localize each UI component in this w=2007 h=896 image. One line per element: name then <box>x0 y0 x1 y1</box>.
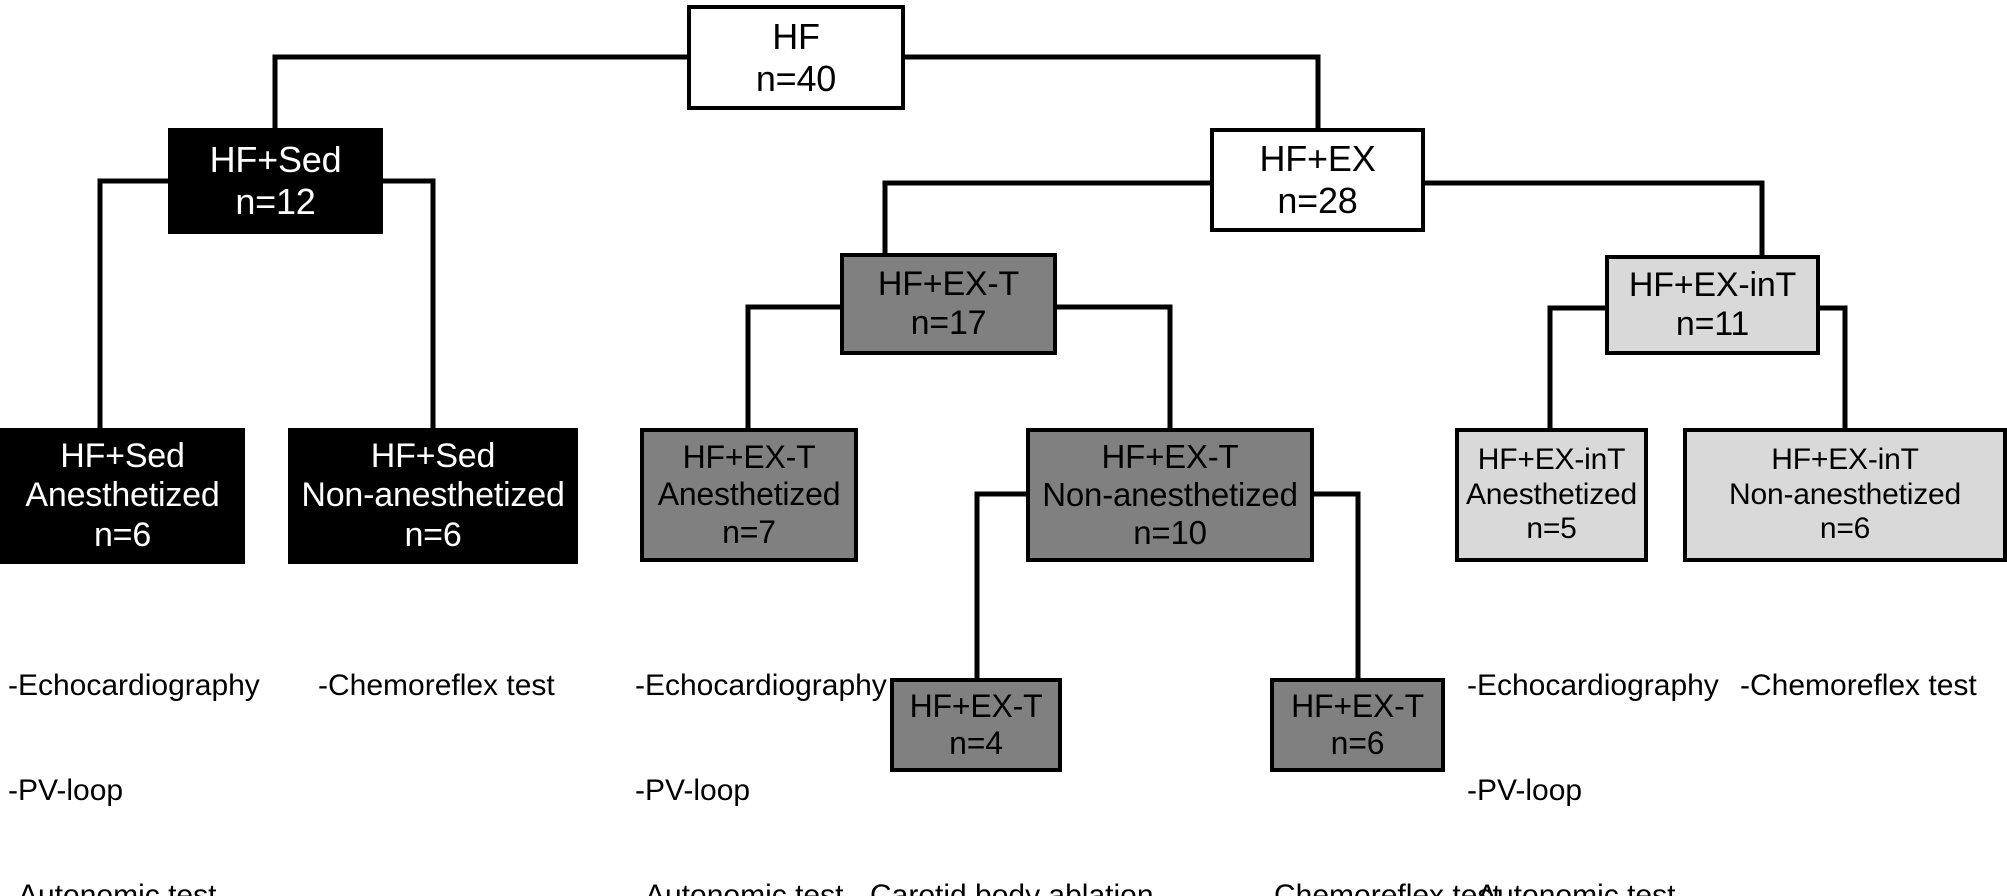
annotation-line: -Chemoreflex test <box>1264 879 1501 896</box>
node-hf-ex-t-label: HF+EX-T <box>877 264 1020 303</box>
node-hf-sed-label: HF+Sed <box>209 139 342 181</box>
node-int-non-anesthetized-label: HF+EX-inT <box>1771 442 1919 476</box>
node-hf-ex-t-count: n=17 <box>910 304 987 342</box>
node-ext-chemo[interactable]: HF+EX-T n=6 <box>1270 678 1445 772</box>
annotation-line: -Chemoreflex test <box>318 669 555 702</box>
node-sed-non-anesthetized-label: HF+Sed <box>370 436 496 475</box>
annotation-ext-anesthetized: -Echocardiography -PV-loop -Autonomic te… <box>635 598 905 896</box>
node-int-non-anesthetized-count: n=6 <box>1819 512 1871 546</box>
annotation-line: -Autonomic test <box>8 879 217 896</box>
edge-hfex-to-int <box>1422 180 1765 258</box>
node-sed-non-anesthetized-count: n=6 <box>404 515 462 554</box>
node-sed-anesthetized[interactable]: HF+Sed Anesthetized n=6 <box>0 428 245 564</box>
edge-int-to-anes <box>1547 305 1608 431</box>
node-int-anesthetized-label: HF+EX-inT <box>1477 442 1626 476</box>
annotation-line: -Echocardiography <box>1467 669 1719 702</box>
annotation-line: -Echocardiography <box>635 669 887 702</box>
annotation-int-anesthetized: -Echocardiography -PV-loop -Autonomic te… <box>1467 598 1737 896</box>
node-hf-ex-t[interactable]: HF+EX-T n=17 <box>840 253 1057 355</box>
annotation-line: -PV-loop <box>1467 774 1583 807</box>
annotation-sed-anesthetized: -Echocardiography -PV-loop -Autonomic te… <box>8 598 308 896</box>
annotation-ext-chemo: -Chemoreflex test <box>1264 808 1564 896</box>
edge-ext-to-anes <box>745 304 843 431</box>
node-ext-anesthetized[interactable]: HF+EX-T Anesthetized n=7 <box>640 428 858 562</box>
node-ext-cba-count: n=4 <box>949 725 1003 761</box>
annotation-line: -Autonomic test <box>635 879 844 896</box>
annotation-line: -Echocardiography <box>8 669 260 702</box>
edge-hf-to-hfex <box>902 54 1321 131</box>
node-ext-anesthetized-count: n=7 <box>722 513 776 550</box>
annotation-int-non-anesthetized: -Chemoreflex test <box>1740 598 2007 773</box>
annotation-line: -Chemoreflex test <box>1740 669 1977 702</box>
edge-hf-to-hfsed <box>272 54 690 131</box>
edge-extnonanes-to-chemo <box>1311 491 1361 681</box>
node-ext-cba[interactable]: HF+EX-T n=4 <box>890 678 1062 772</box>
node-hf-ex-int-count: n=11 <box>1675 305 1750 343</box>
annotation-line: -Carotid body ablation <box>860 879 1154 896</box>
node-hf-ex[interactable]: HF+EX n=28 <box>1210 128 1425 232</box>
node-hf-ex-int[interactable]: HF+EX-inT n=11 <box>1605 255 1820 355</box>
node-ext-chemo-count: n=6 <box>1330 725 1385 761</box>
node-hf[interactable]: HF n=40 <box>687 5 905 110</box>
node-ext-cba-label: HF+EX-T <box>909 687 1043 724</box>
edge-hfsed-to-nonanes <box>380 178 436 431</box>
node-ext-non-anesthetized[interactable]: HF+EX-T Non-anesthetized n=10 <box>1026 428 1314 562</box>
node-int-non-anesthetized-sub: Non-anesthetized <box>1729 477 1961 511</box>
annotation-ext-cba: -Carotid body ablation (CBA) -Chemorefle… <box>860 808 1260 896</box>
node-hf-ex-count: n=28 <box>1277 180 1358 221</box>
node-int-anesthetized[interactable]: HF+EX-inT Anesthetized n=5 <box>1455 428 1648 562</box>
edge-ext-to-nonanes <box>1054 304 1173 431</box>
node-hf-ex-label: HF+EX <box>1259 138 1376 180</box>
node-sed-anesthetized-count: n=6 <box>93 515 152 554</box>
node-ext-anesthetized-label: HF+EX-T <box>682 439 816 476</box>
node-int-anesthetized-sub: Anesthetized <box>1465 477 1638 511</box>
node-sed-anesthetized-label: HF+Sed <box>60 436 185 475</box>
edge-hfex-to-ext <box>882 180 1213 256</box>
node-hf-sed[interactable]: HF+Sed n=12 <box>168 128 383 234</box>
edge-hfsed-to-anes <box>97 178 171 431</box>
node-sed-non-anesthetized[interactable]: HF+Sed Non-anesthetized n=6 <box>288 428 578 564</box>
node-hf-label: HF <box>772 15 820 57</box>
node-ext-non-anesthetized-count: n=10 <box>1133 514 1207 552</box>
annotation-sed-non-anesthetized: -Chemoreflex test <box>318 598 618 773</box>
edge-int-to-nonanes <box>1817 305 1848 431</box>
annotation-line: -Autonomic test <box>1467 879 1676 896</box>
node-ext-non-anesthetized-sub: Non-anesthetized <box>1042 475 1298 513</box>
node-int-non-anesthetized[interactable]: HF+EX-inT Non-anesthetized n=6 <box>1683 428 2007 562</box>
node-ext-non-anesthetized-label: HF+EX-T <box>1101 437 1239 475</box>
node-sed-non-anesthetized-sub: Non-anesthetized <box>301 476 565 515</box>
annotation-line: -PV-loop <box>8 774 124 807</box>
node-ext-chemo-label: HF+EX-T <box>1291 687 1424 724</box>
edge-extnonanes-to-cba <box>974 491 1029 681</box>
node-sed-anesthetized-sub: Anesthetized <box>25 476 220 515</box>
node-hf-ex-int-label: HF+EX-inT <box>1628 265 1797 304</box>
node-int-anesthetized-count: n=5 <box>1526 512 1577 546</box>
node-hf-sed-count: n=12 <box>235 181 316 222</box>
node-hf-count: n=40 <box>755 57 837 99</box>
annotation-line: -PV-loop <box>635 774 751 807</box>
node-ext-anesthetized-sub: Anesthetized <box>657 476 841 513</box>
